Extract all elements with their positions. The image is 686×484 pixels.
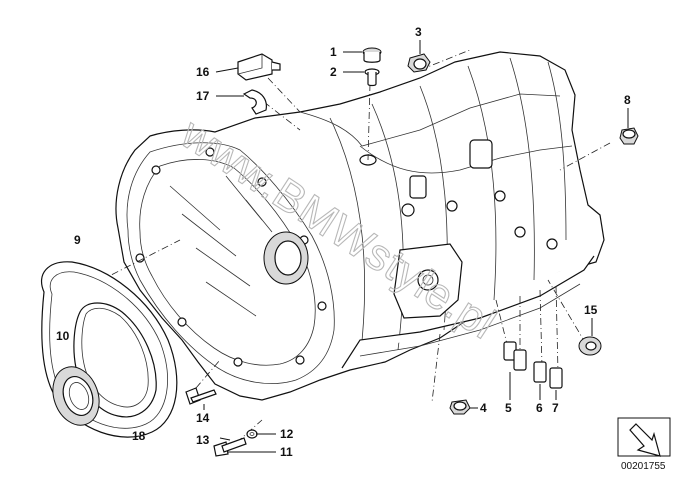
part-3-plug[interactable] xyxy=(407,53,431,73)
transmission-housing xyxy=(115,51,605,401)
part-5-sleeve[interactable] xyxy=(503,341,527,371)
callout-4[interactable]: 4 xyxy=(480,401,487,415)
part-6-sleeve[interactable] xyxy=(533,361,547,383)
callout-16[interactable]: 16 xyxy=(196,65,210,79)
part-7-sleeve[interactable] xyxy=(549,367,563,389)
callout-13[interactable]: 13 xyxy=(196,433,210,447)
callout-15[interactable]: 15 xyxy=(584,303,598,317)
callout-10[interactable]: 10 xyxy=(56,329,70,343)
callout-6[interactable]: 6 xyxy=(536,401,543,415)
callout-2[interactable]: 2 xyxy=(330,65,337,79)
part-10-shaft-seal[interactable] xyxy=(45,360,107,431)
callout-14[interactable]: 14 xyxy=(196,411,210,425)
part-12-washer[interactable] xyxy=(246,429,258,439)
part-16-sensor[interactable] xyxy=(237,53,281,81)
diagram-id: 00201755 xyxy=(621,461,666,472)
callout-7[interactable]: 7 xyxy=(552,401,559,415)
part-4-plug[interactable] xyxy=(449,399,471,415)
part-2-seal[interactable] xyxy=(364,68,380,87)
part-17-clamp[interactable] xyxy=(242,89,267,115)
part-8-plug[interactable] xyxy=(619,127,639,145)
orientation-arrow-icon xyxy=(617,417,671,457)
part-13-screw[interactable] xyxy=(213,437,247,457)
callout-8[interactable]: 8 xyxy=(624,93,631,107)
part-15-seal[interactable] xyxy=(578,336,602,356)
callout-labels: 1 2 3 4 5 6 7 8 9 10 11 12 13 14 15 16 1… xyxy=(56,25,631,459)
callout-18[interactable]: 18 xyxy=(132,429,146,443)
callout-1[interactable]: 1 xyxy=(330,45,337,59)
callout-12[interactable]: 12 xyxy=(280,427,294,441)
callout-3[interactable]: 3 xyxy=(415,25,422,39)
callout-5[interactable]: 5 xyxy=(505,401,512,415)
part-14-bolt[interactable] xyxy=(185,387,217,405)
leader-lines xyxy=(203,40,629,453)
part-1-cap[interactable] xyxy=(362,47,382,63)
callout-9[interactable]: 9 xyxy=(74,233,81,247)
callout-17[interactable]: 17 xyxy=(196,89,210,103)
callout-11[interactable]: 11 xyxy=(280,445,293,459)
